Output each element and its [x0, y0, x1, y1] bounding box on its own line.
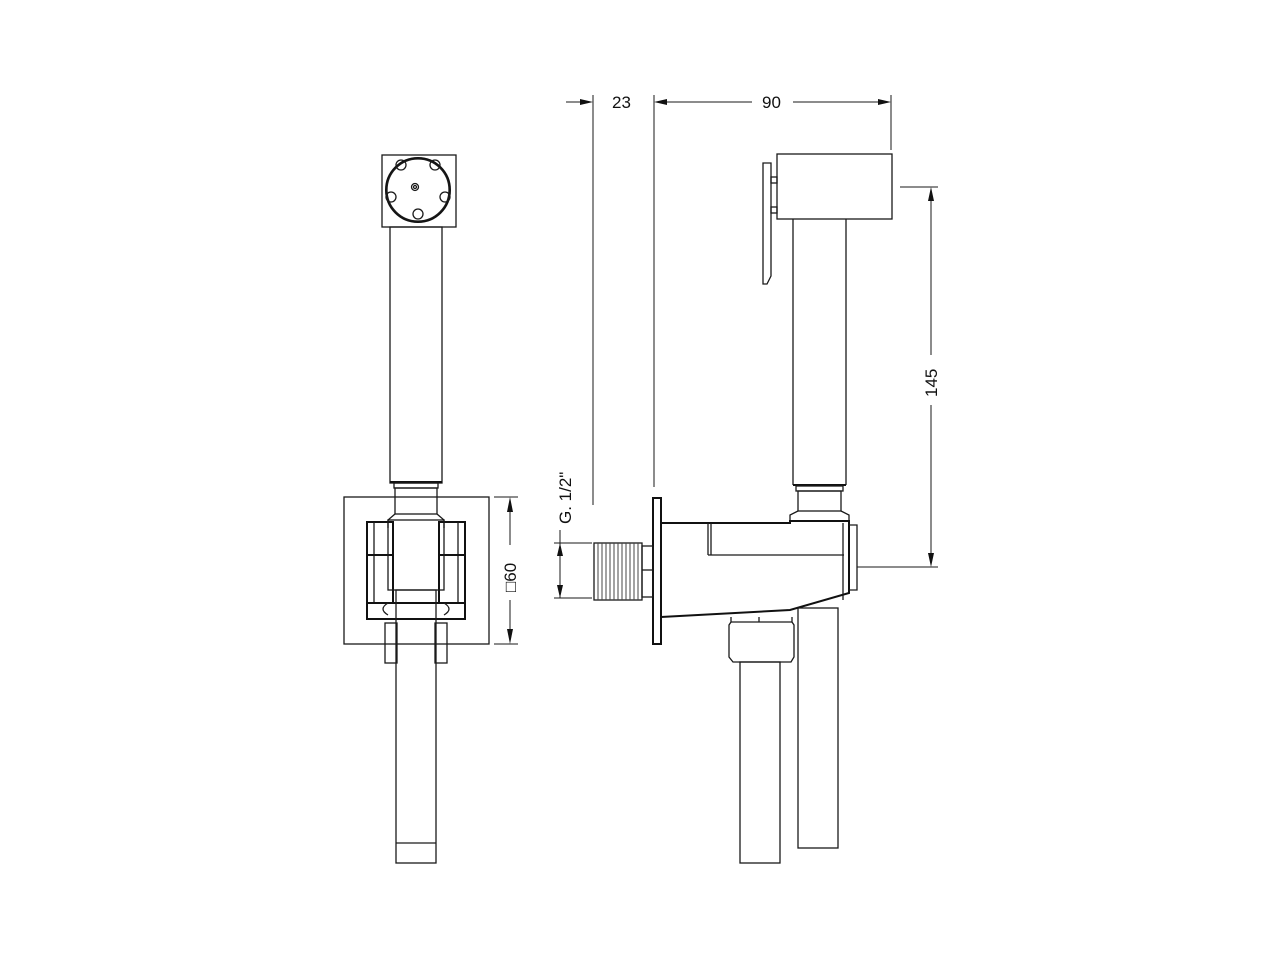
thread-dimension-label: G. 1/2" [556, 472, 575, 524]
height-dimension-label: 145 [922, 369, 941, 397]
nozzle-icon [429, 159, 441, 171]
plate-dimension-label: □60 [501, 563, 520, 592]
nozzle-icon [385, 191, 397, 203]
depth-dimension-label: 90 [762, 93, 781, 112]
side-view: 23 90 [554, 93, 941, 864]
wall-plate [343, 496, 490, 645]
hose-side [739, 661, 781, 864]
front-view: □60 [343, 154, 520, 864]
nozzle-icon [395, 159, 407, 171]
head-block-side [776, 153, 893, 220]
nozzle-icon [412, 208, 424, 220]
holder-block-left [366, 521, 394, 604]
outlet-body [660, 520, 850, 618]
dimension-top: 23 90 [566, 93, 892, 505]
lever [762, 162, 772, 285]
dimension-height: 145 [857, 186, 941, 568]
nozzle-icon [439, 191, 451, 203]
holder-center [387, 519, 445, 591]
hose-front [395, 589, 437, 864]
dimension-thread: G. 1/2" [554, 472, 592, 599]
center-nozzle-icon [410, 182, 420, 192]
handle-neck [394, 487, 438, 515]
hose-nut [728, 617, 795, 663]
threaded-connector [593, 542, 654, 601]
handle-hose-side [797, 607, 839, 849]
holder-block-right [438, 521, 466, 604]
handshower-head-square [381, 154, 457, 228]
handle-body [389, 226, 443, 484]
offset-dimension-label: 23 [612, 93, 631, 112]
wall-flange [652, 497, 662, 645]
spray-face-circle [385, 157, 451, 223]
dimension-plate: □60 [494, 496, 520, 645]
